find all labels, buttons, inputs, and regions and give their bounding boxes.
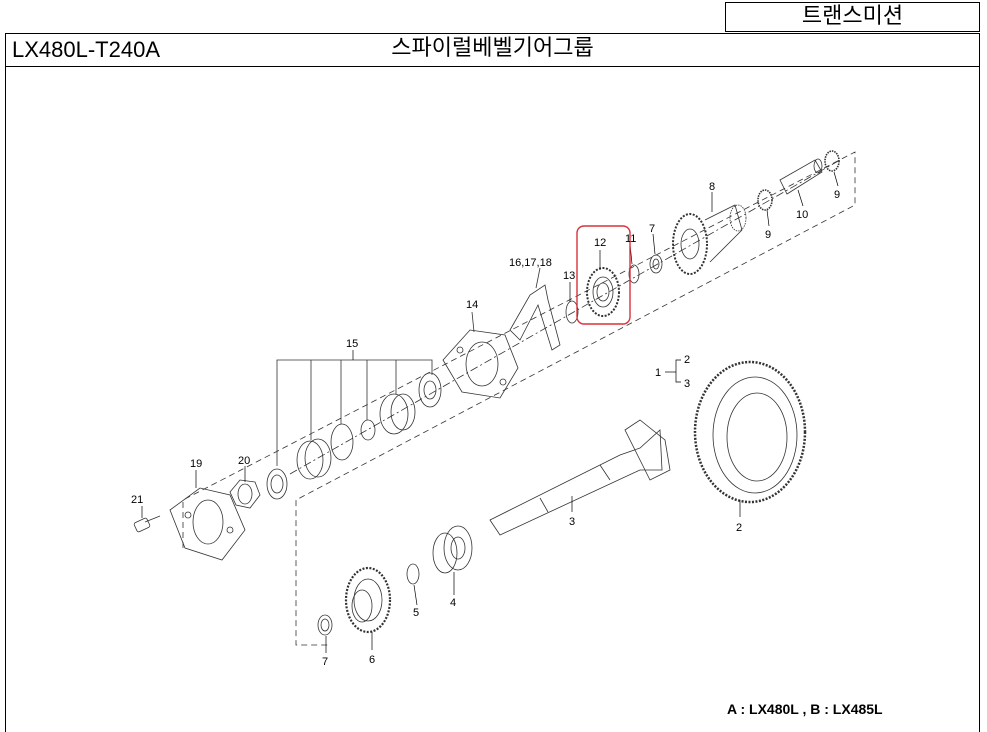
part-13-snap-ring[interactable]: [565, 300, 579, 324]
part-7-washer-upper[interactable]: [649, 254, 663, 274]
part-6-gear[interactable]: [344, 566, 392, 634]
callout-19[interactable]: 19: [190, 458, 202, 470]
callout-11[interactable]: 11: [625, 233, 636, 245]
part-21-bolt[interactable]: [133, 515, 161, 533]
callout-13[interactable]: 13: [563, 270, 575, 282]
callout-20[interactable]: 20: [238, 455, 250, 467]
part-16-17-18-shift-fork[interactable]: [509, 267, 561, 351]
part-9-bearing-b[interactable]: [824, 150, 840, 172]
part-2-ring-gear[interactable]: [693, 360, 807, 504]
callout-4[interactable]: 4: [450, 597, 456, 609]
part-8-gear-shaft[interactable]: [672, 204, 747, 275]
callout-14[interactable]: 14: [466, 299, 478, 311]
legend-3: 3: [684, 378, 690, 390]
title-bar: LX480L-T240A 스파이럴베벨기어그룹: [5, 33, 980, 67]
callout-8[interactable]: 8: [709, 181, 715, 193]
legend-2: 2: [684, 354, 690, 366]
part-4-bearing[interactable]: [432, 525, 473, 574]
callout-12[interactable]: 12: [594, 237, 606, 249]
callout-5[interactable]: 5: [413, 607, 419, 619]
part-5-snap-ring[interactable]: [406, 563, 420, 585]
drawing-frame: [5, 67, 980, 732]
part-10-sleeve[interactable]: [779, 158, 823, 195]
part-7-washer-lower[interactable]: [317, 614, 333, 636]
part-20-nut[interactable]: [229, 479, 261, 509]
callout-10[interactable]: 10: [796, 209, 808, 221]
callout-2[interactable]: 2: [736, 522, 742, 534]
callout-6[interactable]: 6: [369, 654, 375, 666]
part-15-bearing-set[interactable]: [266, 359, 442, 500]
callout-21[interactable]: 21: [131, 494, 143, 506]
part-19-flange[interactable]: [169, 487, 246, 561]
callout-9-a[interactable]: 9: [765, 229, 771, 241]
category-label: 트랜스미션: [725, 2, 980, 32]
model-footnote: A : LX480L , B : LX485L: [727, 701, 883, 717]
callout-3[interactable]: 3: [569, 516, 575, 528]
callout-15[interactable]: 15: [346, 338, 358, 350]
part-12-gear[interactable]: [586, 267, 620, 317]
part-9-bearing-a[interactable]: [757, 189, 773, 211]
callout-16-17-18[interactable]: 16,17,18: [509, 257, 552, 269]
part-14-housing[interactable]: [442, 311, 519, 399]
callout-9-b[interactable]: 9: [834, 189, 840, 201]
callout-1[interactable]: 1: [655, 367, 661, 379]
callout-7-lower[interactable]: 7: [322, 656, 328, 668]
model-code: LX480L-T240A: [12, 37, 160, 62]
part-3-pinion-shaft[interactable]: [489, 419, 671, 536]
part-11-ring[interactable]: [628, 264, 640, 284]
callout-7-upper[interactable]: 7: [649, 223, 655, 235]
highlight-box-part-12: [576, 225, 631, 325]
dashed-assembly-outline: [182, 151, 856, 646]
group-title: 스파이럴베벨기어그룹: [391, 36, 594, 61]
